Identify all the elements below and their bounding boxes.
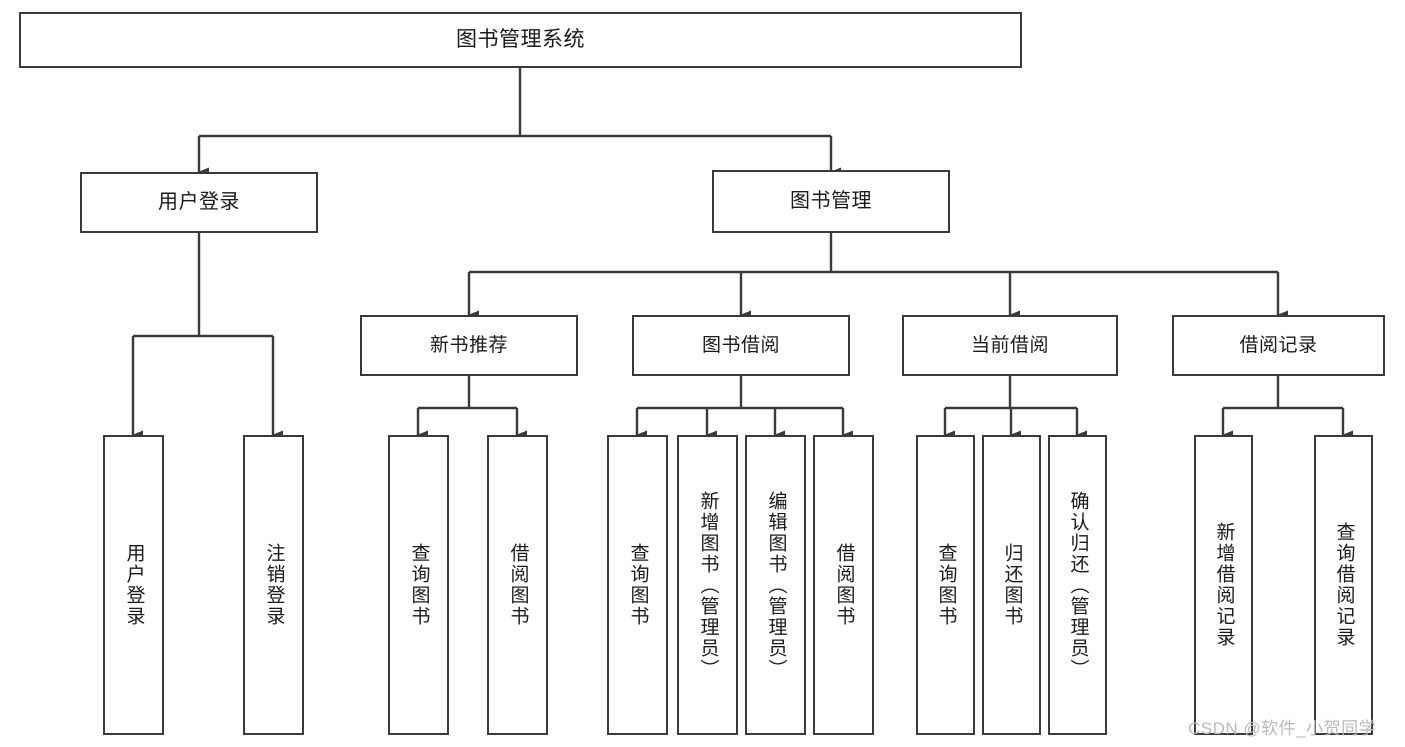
node-leaf-query-book-3[interactable]: 查询图书 [916, 435, 975, 735]
node-leaf-query-book-2[interactable]: 查询图书 [607, 435, 668, 735]
node-book-borrow-label: 图书借阅 [701, 334, 780, 356]
node-leaf-add-borrow-record[interactable]: 新增借阅记录 [1194, 435, 1253, 735]
node-leaf-edit-book[interactable]: 编辑图书（管理员） [745, 435, 806, 735]
node-new-book-recommend[interactable]: 新书推荐 [360, 315, 578, 376]
node-leaf-query-borrow-record[interactable]: 查询借阅记录 [1314, 435, 1373, 735]
node-borrow-record-label: 借阅记录 [1239, 334, 1318, 356]
node-leaf-add-book-label: 新增图书（管理员） [697, 490, 719, 680]
node-book-management[interactable]: 图书管理 [712, 170, 950, 233]
node-leaf-logout[interactable]: 注销登录 [243, 435, 304, 735]
node-root[interactable]: 图书管理系统 [19, 12, 1022, 68]
node-leaf-user-login-label: 用户登录 [123, 543, 145, 627]
node-current-borrow[interactable]: 当前借阅 [902, 315, 1118, 376]
node-leaf-confirm-return-label: 确认归还（管理员） [1067, 490, 1089, 680]
node-leaf-query-borrow-record-label: 查询借阅记录 [1333, 522, 1355, 648]
node-user-login[interactable]: 用户登录 [80, 172, 318, 233]
node-leaf-return-book[interactable]: 归还图书 [982, 435, 1041, 735]
node-leaf-add-book[interactable]: 新增图书（管理员） [677, 435, 738, 735]
node-book-borrow[interactable]: 图书借阅 [632, 315, 850, 376]
node-leaf-query-book-3-label: 查询图书 [935, 543, 957, 627]
node-leaf-borrow-book-2[interactable]: 借阅图书 [813, 435, 874, 735]
node-book-management-label: 图书管理 [790, 189, 872, 212]
node-leaf-user-login[interactable]: 用户登录 [103, 435, 164, 735]
node-leaf-query-book-1[interactable]: 查询图书 [388, 435, 449, 735]
node-leaf-borrow-book-2-label: 借阅图书 [833, 543, 855, 627]
watermark: CSDN @软件_小贺同学 [1188, 719, 1377, 738]
node-leaf-logout-label: 注销登录 [263, 543, 285, 627]
node-leaf-borrow-book-1-label: 借阅图书 [507, 543, 529, 627]
node-leaf-add-borrow-record-label: 新增借阅记录 [1213, 522, 1235, 648]
node-leaf-query-book-1-label: 查询图书 [408, 543, 430, 627]
node-user-login-label: 用户登录 [158, 190, 240, 213]
node-leaf-return-book-label: 归还图书 [1001, 543, 1023, 627]
node-new-book-recommend-label: 新书推荐 [429, 334, 508, 356]
node-root-label: 图书管理系统 [456, 27, 585, 51]
node-current-borrow-label: 当前借阅 [970, 334, 1049, 356]
node-leaf-borrow-book-1[interactable]: 借阅图书 [487, 435, 548, 735]
node-leaf-edit-book-label: 编辑图书（管理员） [765, 490, 787, 680]
node-leaf-query-book-2-label: 查询图书 [627, 543, 649, 627]
node-borrow-record[interactable]: 借阅记录 [1172, 315, 1385, 376]
node-leaf-confirm-return[interactable]: 确认归还（管理员） [1048, 435, 1107, 735]
